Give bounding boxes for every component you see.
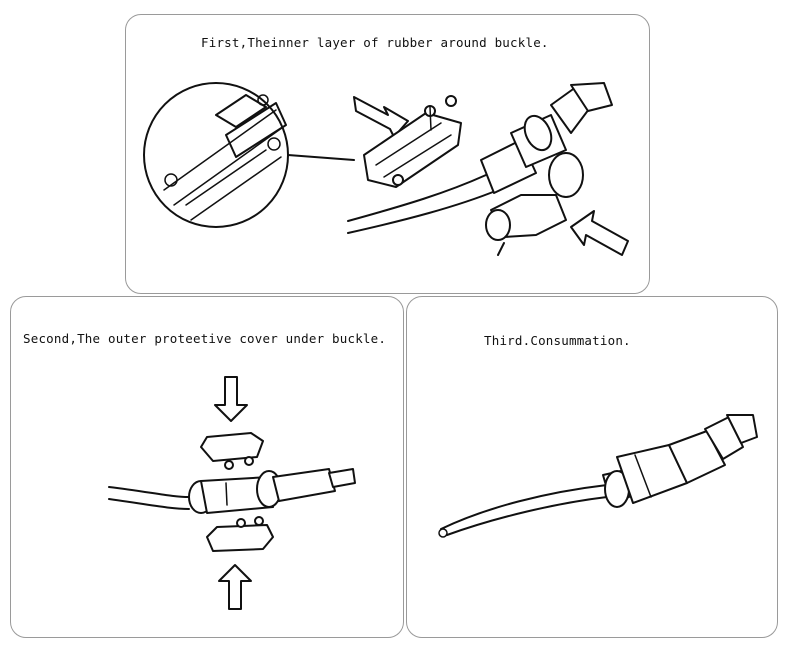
step-2-caption: Second,The outer proteetive cover under …: [23, 331, 387, 346]
step-1-panel: First,Theinner layer of rubber around bu…: [125, 14, 650, 294]
zoom-detail-circle: [143, 82, 355, 228]
connector: [188, 468, 356, 514]
step-2-panel: Second,The outer proteetive cover under …: [10, 296, 404, 638]
connector: [480, 82, 613, 194]
step-1-caption: First,Theinner layer of rubber around bu…: [201, 35, 549, 50]
bottom-cover-half: [206, 516, 274, 552]
assembled-connector: [602, 414, 758, 508]
step-3-panel: Third.Consummation.: [406, 296, 778, 638]
arrow-down-icon: [214, 376, 248, 422]
step-3-illustration: [438, 414, 758, 538]
arrow-icon: [570, 210, 629, 256]
outer-cover: [485, 152, 584, 256]
step-2-illustration: [108, 376, 356, 610]
cable: [108, 486, 190, 510]
cable: [347, 174, 499, 234]
arrow-up-icon: [218, 564, 252, 610]
step-1-illustration: [143, 82, 629, 256]
top-cover-half: [200, 432, 264, 470]
cable: [438, 484, 608, 538]
inner-clip: [363, 95, 462, 188]
step-3-caption: Third.Consummation.: [484, 333, 631, 348]
